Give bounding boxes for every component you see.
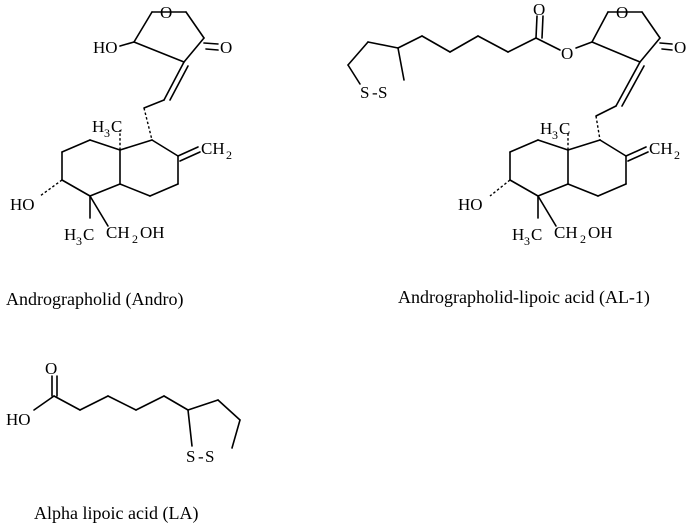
hydroxymethyl-ch-label-2: CH — [554, 223, 578, 242]
andrographolide-caption: Andrographolid (Andro) — [6, 289, 183, 310]
methyl-top-subscript-2: 3 — [552, 128, 558, 142]
ring-oxygen-label: O — [160, 3, 172, 22]
methyl-top-c-label: C — [111, 117, 122, 136]
ester-oxygen-label: O — [561, 44, 573, 63]
exo-methylene-subscript-2: 2 — [674, 148, 680, 162]
ester-carbonyl-oxygen-label: O — [533, 0, 545, 19]
methyl-bottom-h-label: H — [64, 225, 76, 244]
methyl-bottom-h-label-2: H — [512, 225, 524, 244]
methyl-top-h-label: H — [92, 117, 104, 136]
carbonyl-oxygen-label: O — [220, 38, 232, 57]
exo-methylene-label-2: CH — [649, 139, 673, 158]
acid-hydroxyl-label: HO — [6, 410, 31, 429]
methyl-bottom-subscript-2: 3 — [524, 234, 530, 248]
lipoic-sulfur-2-label: S — [205, 447, 214, 466]
methyl-bottom-c-label: C — [83, 225, 94, 244]
hydroxymethyl-oh-label-2: OH — [588, 223, 613, 242]
hydroxymethyl-subscript: 2 — [132, 232, 138, 246]
ring-oxygen-label-2: O — [616, 3, 628, 22]
hydroxymethyl-oh-label: OH — [140, 223, 165, 242]
sulfur-2-label: S — [378, 83, 387, 102]
ho-top-label: HO — [93, 38, 118, 57]
exo-methylene-subscript: 2 — [226, 148, 232, 162]
alpha-lipoic-acid-caption: Alpha lipoic acid (LA) — [34, 503, 198, 524]
acid-carbonyl-oxygen-label: O — [45, 359, 57, 378]
ho-left-label-2: HO — [458, 195, 483, 214]
methyl-bottom-subscript: 3 — [76, 234, 82, 248]
methyl-top-subscript: 3 — [104, 126, 110, 140]
ho-left-label: HO — [10, 195, 35, 214]
hydroxymethyl-subscript-2: 2 — [580, 232, 586, 246]
andrographolide-structure — [39, 11, 219, 227]
methyl-top-h-label-2: H — [540, 119, 552, 138]
andrographolide-lipoic-acid-structure — [347, 11, 673, 227]
sulfur-dash-label: - — [372, 83, 378, 102]
sulfur-1-label: S — [360, 83, 369, 102]
lipoic-sulfur-dash-label: - — [198, 447, 204, 466]
methyl-bottom-c-label-2: C — [531, 225, 542, 244]
methyl-top-c-label-2: C — [559, 119, 570, 138]
carbonyl-oxygen-label-2: O — [674, 38, 686, 57]
hydroxymethyl-ch-label: CH — [106, 223, 130, 242]
andrographolide-lipoic-acid-caption: Andrographolid-lipoic acid (AL-1) — [398, 287, 650, 308]
exo-methylene-label: CH — [201, 139, 225, 158]
alpha-lipoic-acid-structure — [33, 375, 241, 449]
lipoic-sulfur-1-label: S — [186, 447, 195, 466]
